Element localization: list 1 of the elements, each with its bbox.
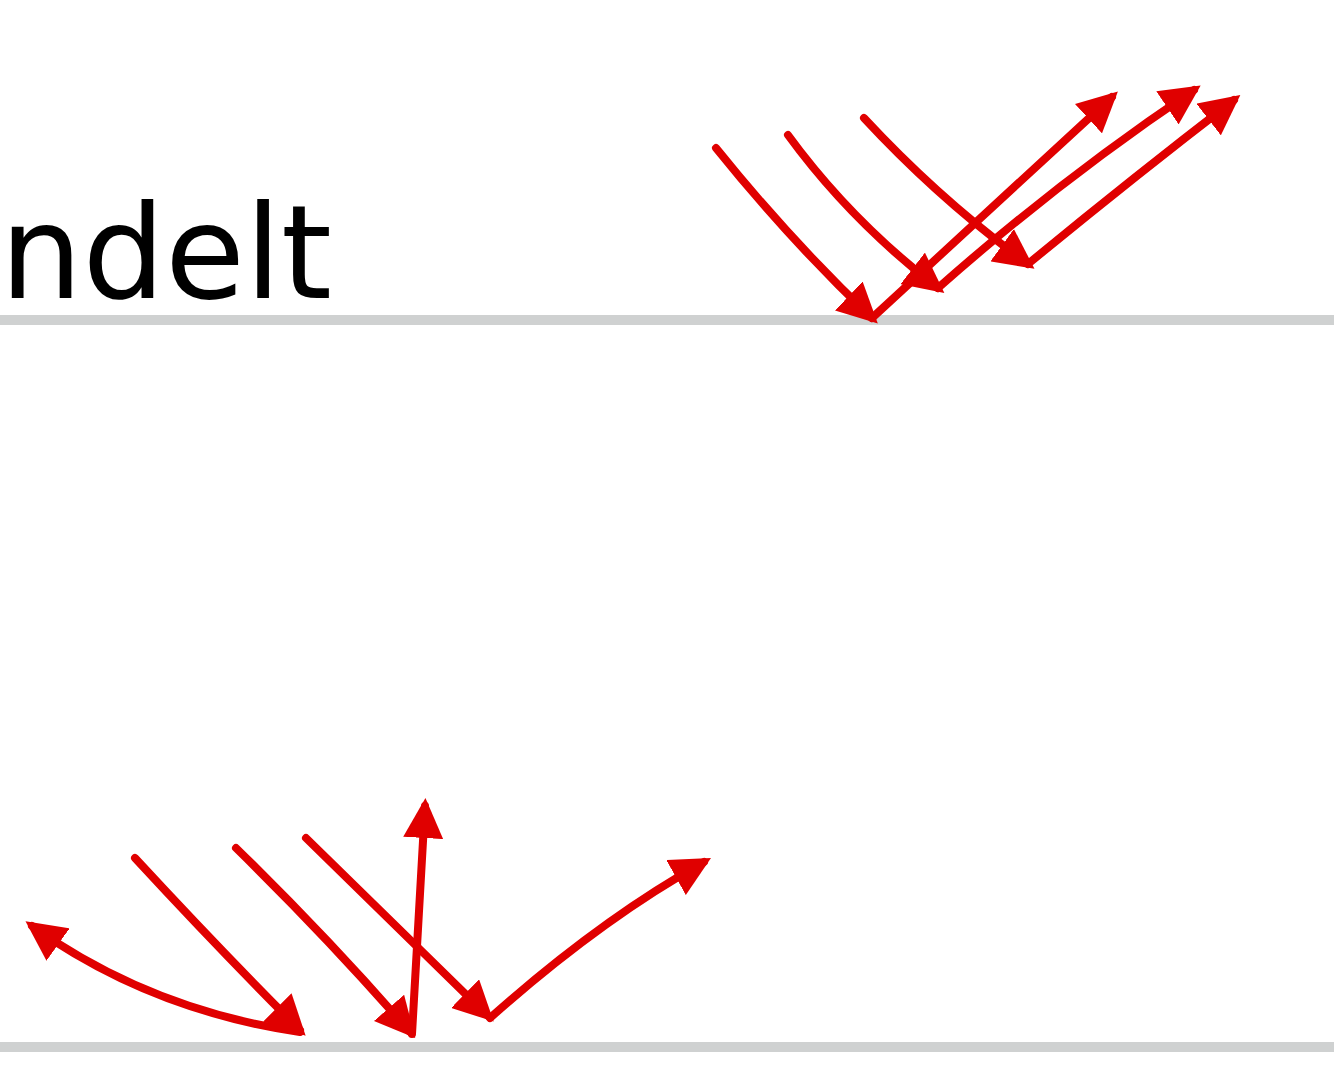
handwritten-label: ndelt xyxy=(0,178,332,328)
